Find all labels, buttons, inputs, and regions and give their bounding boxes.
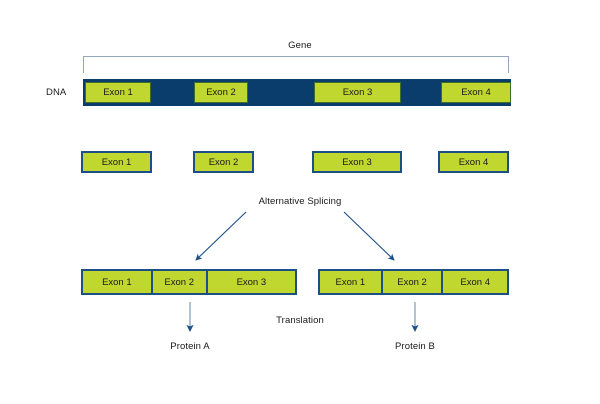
dna-exon-block: Exon 2 <box>194 82 248 103</box>
dna-exon-block: Exon 4 <box>441 82 511 103</box>
splice-arrow-left <box>195 211 247 261</box>
dna-exon-block: Exon 3 <box>314 82 401 103</box>
free-exon-block: Exon 2 <box>193 151 254 173</box>
splice-arrow-right <box>343 211 395 261</box>
transcript-exon-block: Exon 2 <box>152 271 208 293</box>
gene-span-bracket <box>83 56 509 73</box>
transcript-exon-block: Exon 4 <box>443 271 507 293</box>
transcript-exon-block: Exon 3 <box>207 271 296 293</box>
gene-bracket-label: Gene <box>288 40 312 51</box>
translation-label: Translation <box>276 315 324 326</box>
protein-a-label: Protein A <box>170 341 210 352</box>
dna-row-label: DNA <box>46 87 67 98</box>
free-exon-block: Exon 1 <box>81 151 152 173</box>
transcript-exon-block: Exon 2 <box>382 271 444 293</box>
dna-exon-block: Exon 1 <box>85 82 151 103</box>
transcript-exon-block: Exon 1 <box>83 271 153 293</box>
transcript-exon-block: Exon 1 <box>320 271 383 293</box>
protein-b-label: Protein B <box>395 341 435 352</box>
alternative-splicing-label: Alternative Splicing <box>258 196 342 207</box>
free-exon-block: Exon 4 <box>438 151 509 173</box>
dna-strand: Exon 1 Exon 2 Exon 3 Exon 4 <box>83 79 511 106</box>
free-exon-block: Exon 3 <box>312 151 402 173</box>
